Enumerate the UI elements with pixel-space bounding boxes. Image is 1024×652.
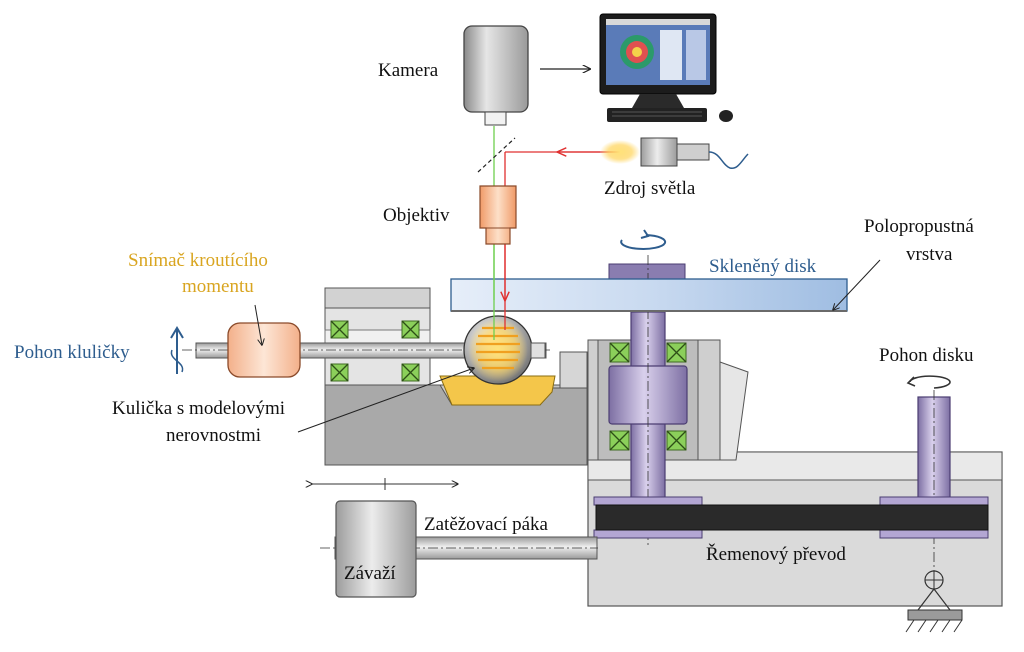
torque-sensor-label-line1: Snímač kroutícího	[128, 250, 268, 271]
light-source-label: Zdroj světla	[604, 178, 696, 199]
rotation-arrow-icon	[906, 375, 951, 389]
semi-layer-label-line2: vrstva	[906, 244, 953, 265]
disk-drive-shaft	[917, 390, 951, 575]
light-source	[600, 137, 749, 169]
belt-drive	[593, 496, 989, 539]
ball-label-line1: Kulička s modelovými	[112, 398, 285, 419]
rotation-arrow-icon	[620, 229, 667, 250]
camera-label: Kamera	[378, 60, 439, 81]
objective-lens	[479, 185, 517, 245]
ball-drive-label: Pohon kluličky	[14, 342, 130, 363]
weight-block	[335, 500, 417, 598]
leader-lines	[254, 259, 881, 433]
torque-sensor-label-line2: momentu	[182, 276, 254, 297]
disk-drive-label: Pohon disku	[879, 345, 974, 366]
rotation-arrow-icon	[170, 326, 184, 374]
mouse-icon	[719, 110, 733, 122]
glass-disk-label: Skleněný disk	[709, 256, 817, 277]
camera	[463, 25, 590, 126]
ball-label-line2: nerovnostmi	[166, 425, 261, 446]
computer-monitor-icon	[599, 13, 717, 108]
loading-lever	[312, 478, 598, 598]
ball-shaft-bearings	[330, 320, 420, 382]
test-ball	[463, 315, 546, 385]
ground-support-icon	[905, 570, 963, 633]
glass-disk	[450, 278, 848, 312]
semi-layer-label-line1: Polopropustná	[864, 216, 974, 237]
objective-label: Objektiv	[383, 205, 450, 226]
lubricant-bath	[439, 375, 556, 406]
ball-carriage	[324, 287, 588, 466]
lever-label: Zatěžovací páka	[424, 514, 549, 535]
belt-label: Řemenový převod	[706, 543, 846, 565]
weight-label: Závaží	[344, 563, 396, 584]
torque-sensor	[227, 322, 301, 378]
keyboard-icon	[607, 108, 707, 122]
